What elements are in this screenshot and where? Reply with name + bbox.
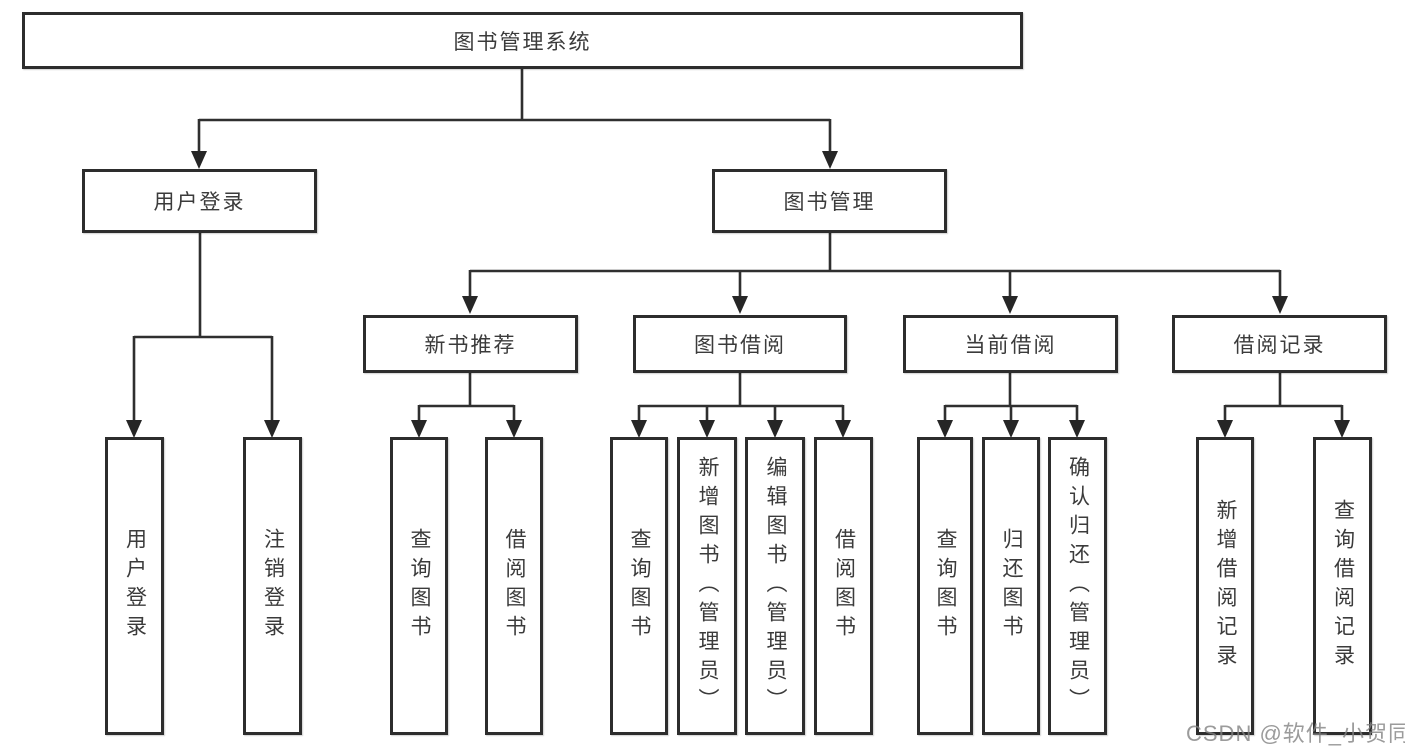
leaf-query-borrow-record: 查询借阅记录 bbox=[1313, 437, 1372, 735]
connector-book-borrow-branch bbox=[631, 373, 851, 438]
node-user-login: 用户登录 bbox=[82, 169, 317, 233]
leaf-add-borrow-record: 新增借阅记录 bbox=[1196, 437, 1254, 735]
node-borrow-records: 借阅记录 bbox=[1172, 315, 1387, 373]
leaf-borrow-books: 借阅图书 bbox=[814, 437, 873, 735]
leaf-add-book-admin: 新增图书（管理员） bbox=[677, 437, 737, 735]
leaf-query-books-borrow: 查询图书 bbox=[610, 437, 668, 735]
connector-root-to-level1 bbox=[191, 69, 838, 169]
node-current-borrow: 当前借阅 bbox=[903, 315, 1118, 373]
leaf-query-books-recommend: 查询图书 bbox=[390, 437, 448, 735]
node-root-system: 图书管理系统 bbox=[22, 12, 1023, 69]
node-book-borrow: 图书借阅 bbox=[633, 315, 847, 373]
leaf-confirm-return-admin: 确认归还（管理员） bbox=[1048, 437, 1107, 735]
leaf-return-book: 归还图书 bbox=[982, 437, 1040, 735]
node-book-management: 图书管理 bbox=[712, 169, 947, 233]
leaf-borrow-books-recommend: 借阅图书 bbox=[485, 437, 543, 735]
connector-new-book-recommend-branch bbox=[411, 373, 522, 438]
leaf-edit-book-admin: 编辑图书（管理员） bbox=[745, 437, 805, 735]
connector-user-login-branch bbox=[126, 233, 280, 438]
connector-borrow-records-branch bbox=[1217, 373, 1350, 438]
leaf-query-books-current: 查询图书 bbox=[917, 437, 973, 735]
connector-book-management-branch bbox=[462, 233, 1288, 314]
leaf-user-login: 用户登录 bbox=[105, 437, 164, 735]
node-new-book-recommend: 新书推荐 bbox=[363, 315, 578, 373]
connector-current-borrow-branch bbox=[937, 373, 1085, 438]
csdn-watermark: CSDN @软件_小贺同学 bbox=[1186, 721, 1405, 746]
leaf-logout: 注销登录 bbox=[243, 437, 302, 735]
